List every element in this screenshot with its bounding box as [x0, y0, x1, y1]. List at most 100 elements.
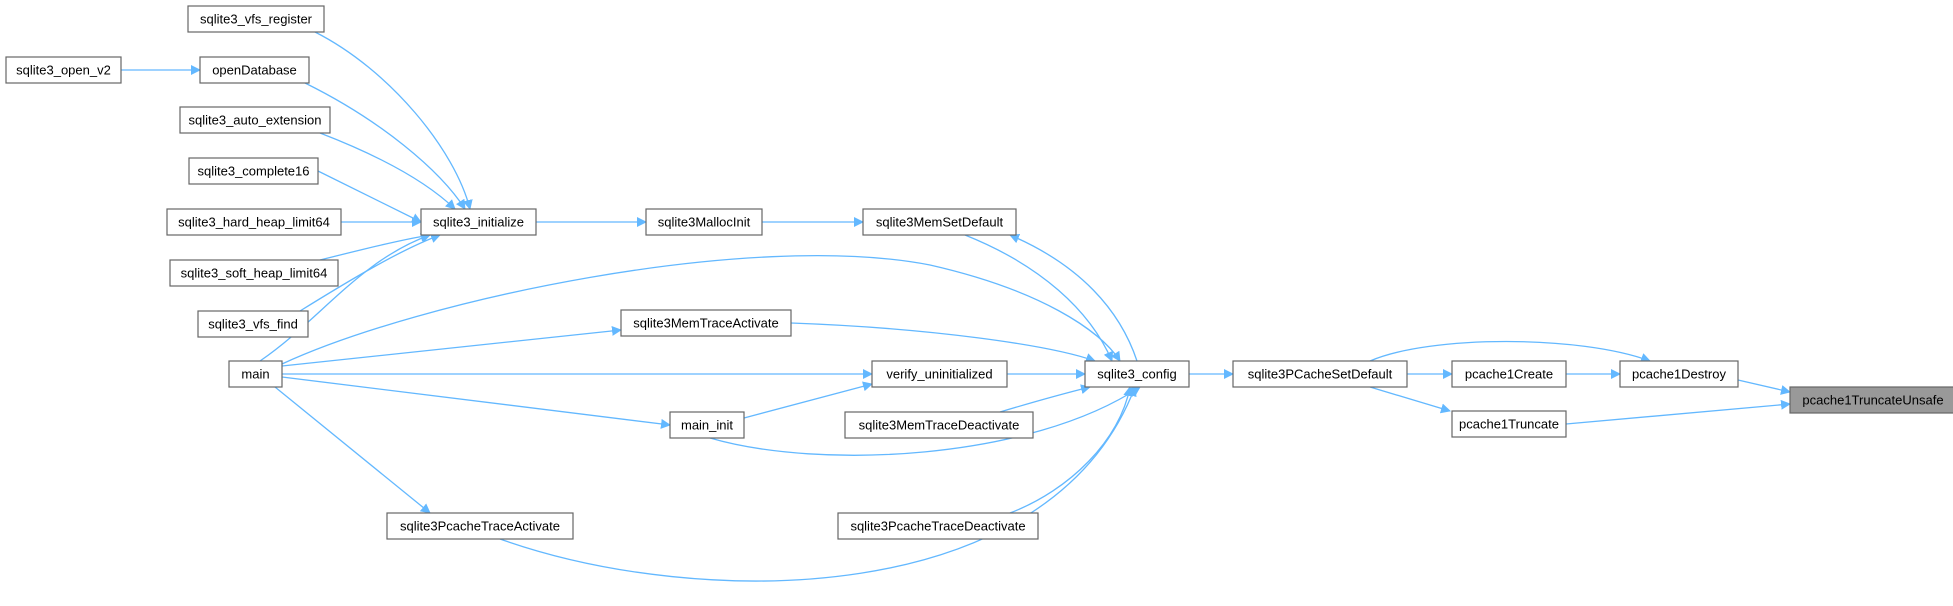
node-label: pcache1Destroy — [1632, 367, 1726, 382]
node-box — [179, 106, 331, 134]
node-main_init[interactable]: main_init — [669, 411, 745, 439]
edge-sqlite3PcacheTraceActivate-to-sqlite3_config — [499, 386, 1137, 582]
node-label: sqlite3_open_v2 — [16, 63, 111, 78]
edge-sqlite3PCacheSetDefault-to-pcache1Truncate — [1369, 386, 1451, 414]
edge-line — [317, 170, 422, 223]
edge-sqlite3_soft_heap_limit64-to-sqlite3_initialize — [319, 231, 431, 261]
node-sqlite3PcacheTraceActivate[interactable]: sqlite3PcacheTraceActivate — [386, 512, 574, 540]
node-label: sqlite3_vfs_find — [208, 317, 298, 332]
nodes-layer: pcache1TruncateUnsafe pcache1Destroy pcach… — [5, 5, 1953, 540]
node-label: sqlite3_auto_extension — [189, 113, 322, 128]
edge-line — [299, 233, 441, 312]
node-pcache1Truncate[interactable]: pcache1Truncate — [1451, 410, 1567, 438]
node-box — [169, 259, 339, 287]
node-sqlite3_hard_heap_limit64[interactable]: sqlite3_hard_heap_limit64 — [166, 208, 342, 236]
node-sqlite3PCacheSetDefault[interactable]: sqlite3PCacheSetDefault — [1232, 360, 1408, 388]
node-box — [1451, 410, 1567, 438]
edge-line — [281, 376, 671, 429]
edge-main-to-sqlite3PcacheTraceActivate — [274, 386, 431, 514]
node-box — [420, 208, 537, 236]
node-label: sqlite3MemTraceDeactivate — [859, 418, 1020, 433]
node-box — [669, 411, 745, 439]
node-main[interactable]: main — [228, 360, 283, 388]
edge-line — [1565, 399, 1791, 425]
node-label: sqlite3PCacheSetDefault — [1248, 367, 1393, 382]
node-label: pcache1Truncate — [1459, 417, 1559, 432]
node-openDatabase[interactable]: openDatabase — [199, 56, 310, 84]
node-sqlite3MemSetDefault[interactable]: sqlite3MemSetDefault — [862, 208, 1017, 236]
node-sqlite3_config[interactable]: sqlite3_config — [1084, 360, 1190, 388]
edge-line — [319, 231, 431, 261]
node-box — [1789, 386, 1953, 414]
edge-sqlite3PcacheTraceDeactivate-to-sqlite3_config — [1009, 386, 1134, 514]
edge-openDatabase-to-sqlite3_initialize — [304, 82, 466, 210]
node-box — [1084, 360, 1190, 388]
node-label: openDatabase — [212, 63, 297, 78]
node-sqlite3MemTraceActivate[interactable]: sqlite3MemTraceActivate — [620, 309, 792, 337]
node-label: verify_uninitialized — [886, 367, 992, 382]
node-box — [187, 5, 325, 33]
node-sqlite3PcacheTraceDeactivate[interactable]: sqlite3PcacheTraceDeactivate — [837, 512, 1039, 540]
node-label: sqlite3MallocInit — [658, 215, 751, 230]
edge-line — [319, 132, 456, 210]
node-sqlite3_soft_heap_limit64[interactable]: sqlite3_soft_heap_limit64 — [169, 259, 339, 287]
node-sqlite3_vfs_register[interactable]: sqlite3_vfs_register — [187, 5, 325, 33]
node-box — [620, 309, 792, 337]
edge-line — [259, 233, 431, 362]
edge-line — [790, 322, 1096, 363]
node-box — [199, 56, 310, 84]
node-sqlite3_auto_extension[interactable]: sqlite3_auto_extension — [179, 106, 331, 134]
node-pcache1TruncateUnsafe[interactable]: pcache1TruncateUnsafe — [1789, 386, 1953, 414]
edge-line — [1009, 386, 1134, 514]
edge-sqlite3MemTraceActivate-to-sqlite3_config — [790, 322, 1096, 363]
node-sqlite3MallocInit[interactable]: sqlite3MallocInit — [645, 208, 763, 236]
node-sqlite3_complete16[interactable]: sqlite3_complete16 — [188, 157, 319, 185]
edge-sqlite3_auto_extension-to-sqlite3_initialize — [319, 132, 456, 210]
edge-main_init-to-verify_uninitialized — [743, 381, 873, 419]
edge-line — [499, 386, 1137, 582]
node-label: sqlite3_hard_heap_limit64 — [178, 215, 330, 230]
node-sqlite3_vfs_find[interactable]: sqlite3_vfs_find — [197, 310, 309, 338]
edge-main-to-sqlite3_config — [281, 255, 1121, 365]
edge-sqlite3MemTraceDeactivate-to-sqlite3_config — [999, 384, 1091, 413]
edge-sqlite3_vfs_find-to-sqlite3_initialize — [299, 233, 441, 312]
node-label: sqlite3PcacheTraceDeactivate — [850, 519, 1025, 534]
edge-sqlite3_config-to-sqlite3MemSetDefault — [1009, 233, 1138, 362]
node-label: sqlite3_initialize — [433, 215, 524, 230]
node-label: sqlite3_soft_heap_limit64 — [181, 266, 328, 281]
node-box — [871, 360, 1008, 388]
node-box — [1451, 360, 1567, 388]
edge-line — [709, 386, 1141, 456]
node-box — [645, 208, 763, 236]
edges-layer — [121, 31, 1791, 582]
node-sqlite3MemTraceDeactivate[interactable]: sqlite3MemTraceDeactivate — [844, 411, 1034, 439]
node-label: sqlite3MemSetDefault — [876, 215, 1004, 230]
edge-sqlite3_vfs_register-to-sqlite3_initialize — [314, 31, 473, 210]
node-label: sqlite3_complete16 — [197, 164, 309, 179]
node-box — [837, 512, 1039, 540]
node-sqlite3_initialize[interactable]: sqlite3_initialize — [420, 208, 537, 236]
edge-line — [274, 386, 431, 514]
edge-line — [743, 381, 873, 419]
edge-line — [281, 255, 1121, 365]
edge-main-to-sqlite3MemTraceActivate — [281, 325, 622, 367]
node-verify_uninitialized[interactable]: verify_uninitialized — [871, 360, 1008, 388]
edge-line — [1369, 340, 1651, 363]
node-box — [166, 208, 342, 236]
node-pcache1Destroy[interactable]: pcache1Destroy — [1619, 360, 1739, 388]
node-pcache1Create[interactable]: pcache1Create — [1451, 360, 1567, 388]
edge-line — [1737, 379, 1791, 395]
node-label: pcache1TruncateUnsafe — [1802, 393, 1943, 408]
edge-sqlite3MemSetDefault-to-sqlite3_config — [964, 234, 1114, 362]
node-label: sqlite3PcacheTraceActivate — [400, 519, 560, 534]
node-label: sqlite3_vfs_register — [200, 12, 313, 27]
edge-line — [964, 234, 1114, 362]
node-box — [844, 411, 1034, 439]
edge-main-to-sqlite3_initialize — [259, 233, 431, 362]
node-label: sqlite3MemTraceActivate — [633, 316, 778, 331]
edge-line — [999, 384, 1091, 413]
node-sqlite3_open_v2[interactable]: sqlite3_open_v2 — [5, 56, 122, 84]
node-label: main_init — [681, 418, 733, 433]
node-box — [1232, 360, 1408, 388]
